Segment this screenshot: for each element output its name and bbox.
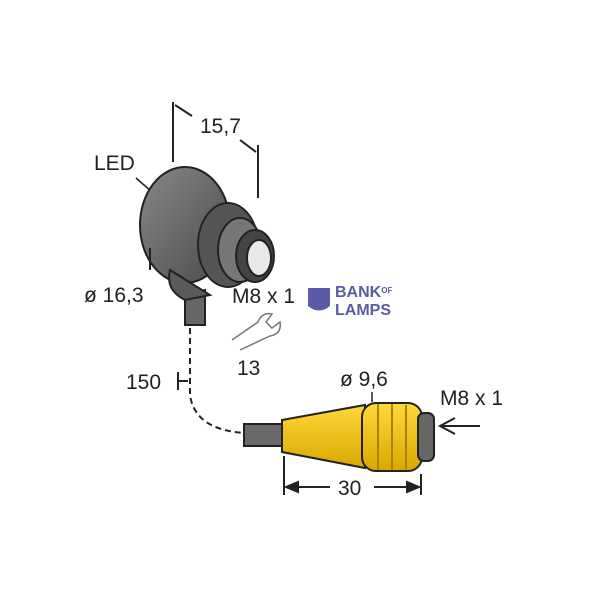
watermark-text-2: LAMPS [335, 302, 391, 319]
wrench-icon [231, 312, 282, 351]
led-label: LED [94, 152, 135, 175]
wrench-size-label: 13 [237, 357, 260, 380]
thread-sensor-label: M8 x 1 [232, 285, 295, 308]
connector [243, 402, 435, 472]
sensor-body [139, 166, 275, 326]
dimension-width [172, 102, 259, 198]
watermark-text: BANKOF [335, 284, 392, 301]
diameter-body-label: ø 16,3 [84, 284, 144, 307]
dimension-connector-length [283, 456, 422, 495]
arrow-icon [437, 417, 480, 435]
cable [189, 328, 246, 434]
cable-length-label: 150 [126, 371, 161, 394]
diameter-connector-label: ø 9,6 [340, 368, 388, 391]
width-label: 15,7 [200, 115, 241, 138]
watermark-logo: BANKOF LAMPS [308, 284, 392, 319]
connector-length-label: 30 [338, 477, 361, 500]
thread-connector-label: M8 x 1 [440, 387, 503, 410]
